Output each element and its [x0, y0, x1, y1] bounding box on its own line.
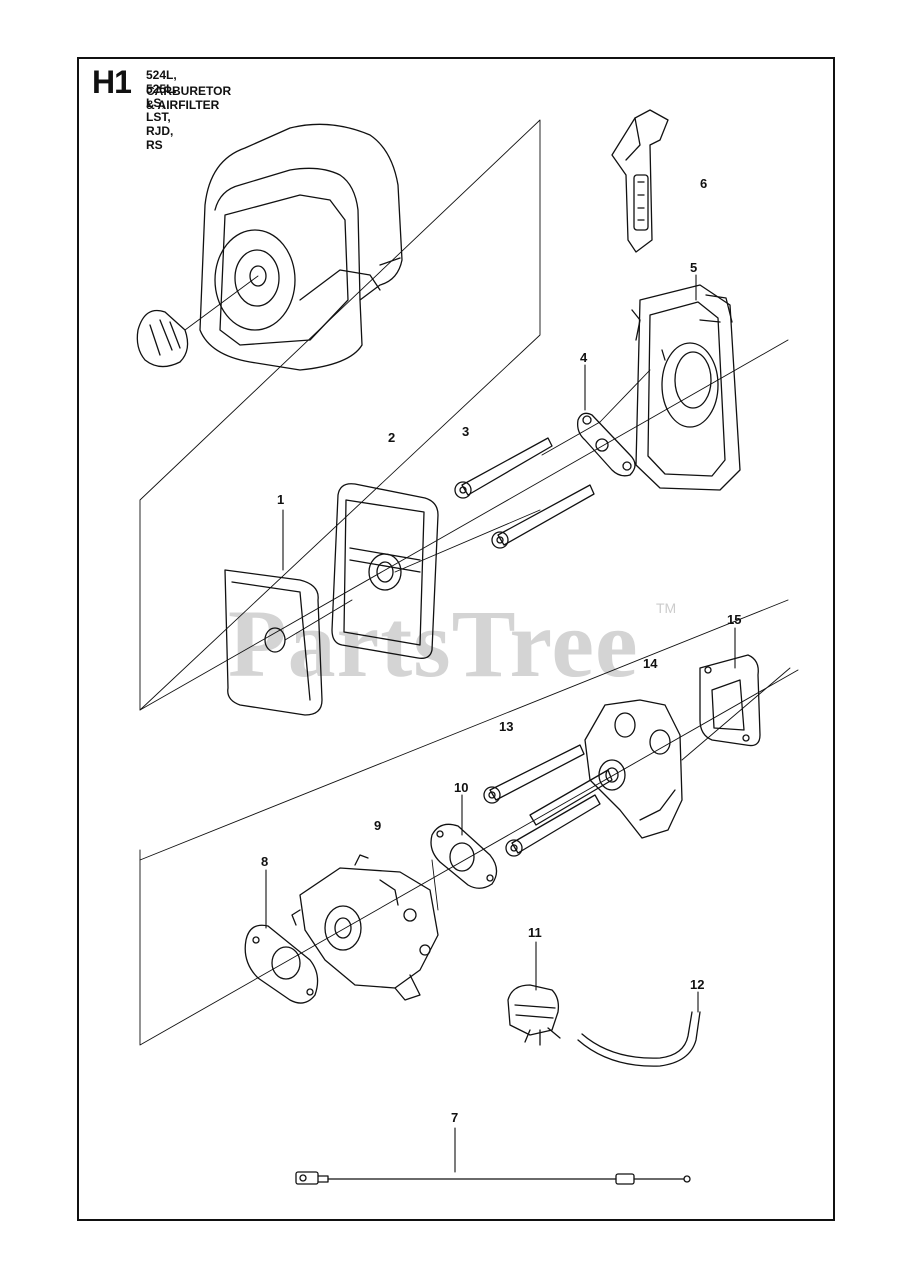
callout-10: 10: [454, 780, 468, 795]
air-filter-cover: [199, 123, 403, 371]
callout-3: 3: [462, 424, 469, 439]
model-list: 524L, 525L. LS, LST, RJD, RS: [146, 68, 177, 152]
diagram-frame: [77, 57, 835, 1221]
watermark-trademark: TM: [656, 600, 677, 616]
part-10-gasket: [430, 823, 498, 889]
assembly-plane-lower: [139, 669, 799, 1046]
part-13-screw-2: [505, 794, 601, 857]
part-1-prefilter: [224, 569, 353, 716]
callout-labels: 1 2 3 4 5 6 7 8 9 10 11 12 13 14 15: [261, 176, 741, 1125]
part-3-screw-lower: [491, 484, 595, 549]
callout-5: 5: [690, 260, 697, 275]
callout-6: 6: [700, 176, 707, 191]
callout-15: 15: [727, 612, 741, 627]
section-title: CARBURETOR & AIRFILTER: [146, 84, 232, 112]
part-11-primer: [507, 984, 561, 1046]
part-13-screw-1: [483, 744, 585, 804]
part-2-filter: [331, 483, 541, 659]
callout-12: 12: [690, 977, 704, 992]
callout-13: 13: [499, 719, 513, 734]
part-9-carburetor: [291, 854, 439, 1001]
callout-14: 14: [643, 656, 658, 671]
part-13-screw-3: [529, 769, 613, 826]
part-8-gasket: [244, 924, 319, 1004]
part-14-intake: [584, 667, 791, 839]
part-6-bracket: [611, 109, 669, 253]
callout-2: 2: [388, 430, 395, 445]
cover-knob: [136, 275, 259, 368]
callout-8: 8: [261, 854, 268, 869]
callout-1: 1: [277, 492, 284, 507]
part-12-fuel-hose: [577, 1011, 701, 1067]
section-code: H1: [92, 64, 132, 100]
callout-9: 9: [374, 818, 381, 833]
callout-11: 11: [528, 925, 542, 940]
part-3-screw-upper: [454, 437, 553, 499]
callout-4: 4: [580, 350, 588, 365]
part-5-filter-holder: [631, 284, 741, 491]
part-4-plate: [541, 369, 651, 477]
callout-7: 7: [451, 1110, 458, 1125]
assembly-plane-middle: [139, 339, 789, 861]
leader-lines: [265, 274, 736, 1173]
part-7-cable: [295, 1171, 691, 1185]
part-15-gasket: [699, 654, 761, 747]
assembly-plane-upper: [139, 119, 541, 711]
